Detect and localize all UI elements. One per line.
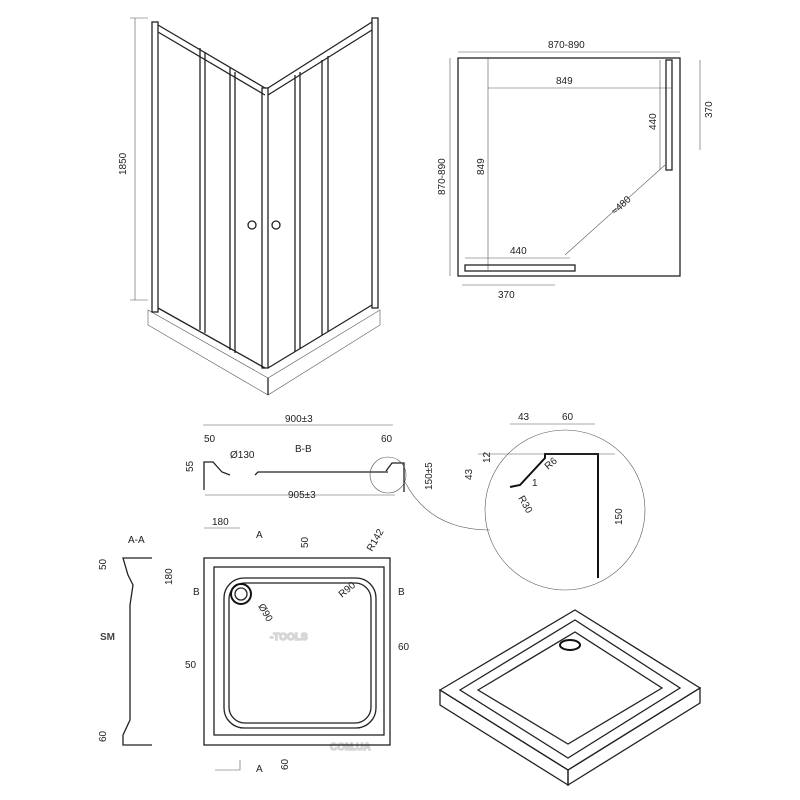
detail-callout-circle xyxy=(369,456,407,494)
enclosure-plan: 870-890 849 849 870-890 440 370 440 370 … xyxy=(437,40,715,301)
drain-icon xyxy=(230,583,252,605)
door-handle-icon xyxy=(271,220,281,230)
tray-plan: A-A 50 60 180 A A 180 B B 50 R142 R90 Ø9… xyxy=(98,517,410,775)
bottom-rim-dim: 60 xyxy=(280,758,291,770)
bb-title: B-B xyxy=(295,444,312,455)
drain-offset-x: 180 xyxy=(212,517,229,528)
plan-diagonal-dim: ≈480 xyxy=(610,194,634,217)
door-handle-icon xyxy=(247,220,257,230)
aa-title: A-A xyxy=(128,535,145,546)
drain-offset-y: 180 xyxy=(164,568,175,585)
detail-1: 1 xyxy=(532,478,538,489)
left-rim-dim: 50 xyxy=(185,660,197,671)
bb-left-rim: 50 xyxy=(204,434,216,445)
plan-right-opening-dim: 440 xyxy=(648,113,659,130)
tray-isometric xyxy=(438,609,702,787)
plan-right-door-dim: 370 xyxy=(704,101,715,118)
watermark-sm: SM xyxy=(100,632,115,643)
bb-height: 150±5 xyxy=(424,462,435,490)
plan-depth-dim: 870-890 xyxy=(437,158,448,195)
marker-a-bottom: A xyxy=(256,764,263,775)
aa-bottom-dim: 60 xyxy=(98,730,109,742)
marker-b-left: B xyxy=(193,587,200,598)
aa-top-dim: 50 xyxy=(98,558,109,570)
drain-dia-dim: Ø90 xyxy=(255,602,274,624)
detail-12: 12 xyxy=(482,451,493,463)
section-bb: 900±3 B-B 905±3 50 55 Ø130 60 150±5 xyxy=(185,414,491,531)
bb-drain-dia: Ø130 xyxy=(230,450,255,461)
bb-top-width: 900±3 xyxy=(285,414,313,425)
bb-bottom-width: 905±3 xyxy=(288,490,316,501)
marker-a-top: A xyxy=(256,530,263,541)
height-dim: 1850 xyxy=(118,152,129,175)
plan-bottom-door-dim: 370 xyxy=(498,290,515,301)
detail-r30: R30 xyxy=(515,494,534,516)
plan-inner-width-dim: 849 xyxy=(556,76,573,87)
detail-60: 60 xyxy=(562,412,574,423)
detail-view: 43 60 12 43 R6 R30 1 150 xyxy=(464,412,646,591)
right-rim-dim: 60 xyxy=(398,642,410,653)
enclosure-elevation: 1850 xyxy=(118,17,381,396)
marker-b-right: B xyxy=(398,587,405,598)
detail-43-left: 43 xyxy=(464,468,475,480)
drain-icon xyxy=(559,639,581,651)
watermark-domain: COM.UA xyxy=(330,742,371,753)
bb-right-rim: 60 xyxy=(381,434,393,445)
plan-width-dim: 870-890 xyxy=(548,40,585,51)
plan-bottom-opening-dim: 440 xyxy=(510,246,527,257)
r142-dim: R142 xyxy=(365,527,387,554)
detail-150: 150 xyxy=(614,508,625,525)
top-rim-dim: 50 xyxy=(300,536,311,548)
bb-left-height: 55 xyxy=(185,460,196,472)
detail-43-top: 43 xyxy=(518,412,530,423)
plan-inner-depth-dim: 849 xyxy=(476,158,487,175)
watermark-tools: -TOOLS xyxy=(270,632,308,643)
